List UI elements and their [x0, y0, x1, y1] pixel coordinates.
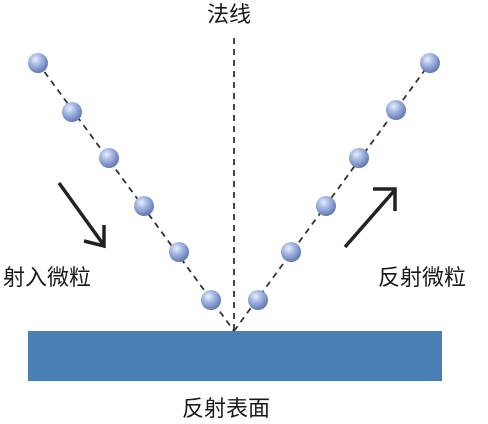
incident-arrow-icon	[57, 181, 106, 249]
reflecting-surface-label: 反射表面	[182, 397, 271, 422]
reflecting-surface	[28, 331, 442, 381]
reflected-particle	[281, 242, 301, 262]
normal-label: 法线	[207, 3, 252, 28]
reflected-particles-label: 反射微粒	[378, 266, 467, 291]
incident-particle	[99, 148, 119, 168]
reflected-particle	[386, 100, 406, 120]
incident-particle	[169, 242, 189, 262]
incident-particles	[28, 53, 221, 310]
reflected-particles	[248, 53, 440, 310]
reflected-particle	[316, 196, 336, 216]
incident-particle	[134, 196, 154, 216]
incident-particles-label: 射入微粒	[3, 266, 92, 291]
reflected-particle	[248, 290, 268, 310]
reflected-particle	[349, 148, 369, 168]
incident-particle	[62, 102, 82, 122]
reflected-arrow-icon	[343, 187, 397, 249]
incident-particle	[28, 53, 48, 73]
incident-particle	[201, 290, 221, 310]
reflected-particle	[420, 53, 440, 73]
